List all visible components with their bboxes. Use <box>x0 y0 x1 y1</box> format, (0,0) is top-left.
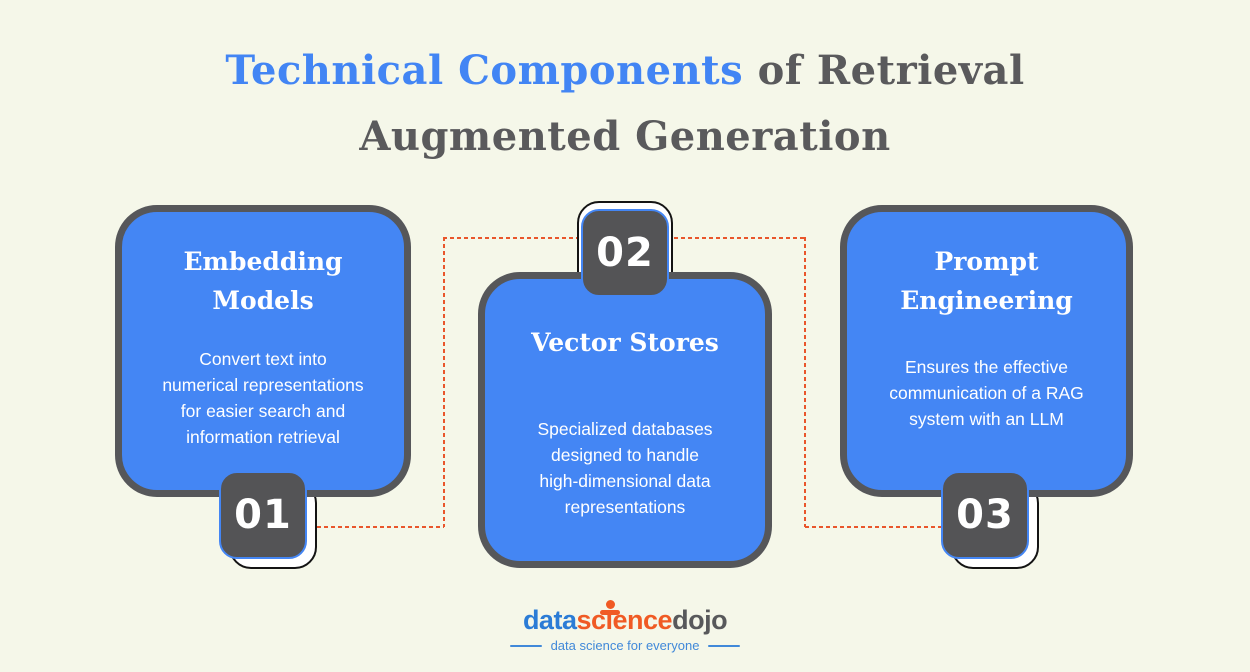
card-embedding-models: Embedding Models Convert text into numer… <box>115 205 411 497</box>
description-line: numerical representations <box>162 375 364 395</box>
tagline-text: data science for everyone <box>550 638 700 653</box>
badge-number: 02 <box>596 230 654 276</box>
logo-dojo: dojo <box>672 605 728 635</box>
page-title-accent: Technical Components <box>225 47 744 94</box>
card-description: Specialized databases designed to handle… <box>537 416 712 520</box>
description-line: Ensures the effective <box>904 357 1069 377</box>
number-badge-03: 03 <box>941 471 1029 559</box>
person-head-icon <box>605 600 615 609</box>
description-line: representations <box>564 497 686 517</box>
logo-science-i: ı <box>599 600 620 636</box>
page-title: Technical Components of Retrieval Augmen… <box>110 38 1140 170</box>
description-line: information retrieval <box>186 427 340 447</box>
description-line: high-dimensional data <box>539 471 711 491</box>
number-badge-02: 02 <box>581 209 669 297</box>
description-line: Convert text into <box>199 349 327 369</box>
description-line: system with an LLM <box>909 409 1064 429</box>
number-badge-01: 01 <box>219 471 307 559</box>
logo-data: data <box>522 605 577 635</box>
description-line: designed to handle <box>551 445 699 465</box>
page-title-rest: of Retrieval Augmented Generation <box>359 47 1025 160</box>
logo-tagline: data science for everyone <box>0 638 1250 654</box>
card-title: Prompt Engineering <box>900 247 1073 315</box>
card-description: Convert text into numerical representati… <box>162 346 363 450</box>
connector-dashed-line-right-vertical <box>804 237 806 527</box>
description-line: Specialized databases <box>537 419 713 439</box>
connector-dashed-line-left-vertical <box>443 237 445 527</box>
connector-dashed-line-bottom-left <box>317 526 444 528</box>
dotless-i: ı <box>605 605 614 635</box>
badge-number: 03 <box>956 492 1014 538</box>
tagline-dash-left <box>509 645 542 647</box>
description-line: communication of a RAG <box>889 383 1084 403</box>
card-prompt-engineering: Prompt Engineering Ensures the effective… <box>840 205 1133 497</box>
person-icon <box>599 610 620 615</box>
card-description: Ensures the effective communication of a… <box>889 354 1084 432</box>
tagline-dash-right <box>708 645 741 647</box>
card-title: Vector Stores <box>531 328 719 357</box>
logo-science-post: ence <box>612 605 673 635</box>
description-line: for easier search and <box>180 401 346 421</box>
badge-number: 01 <box>234 492 292 538</box>
card-title: Embedding Models <box>183 247 343 315</box>
card-vector-stores: Vector Stores Specialized databases desi… <box>478 272 772 568</box>
connector-dashed-line-bottom-right <box>805 526 951 528</box>
